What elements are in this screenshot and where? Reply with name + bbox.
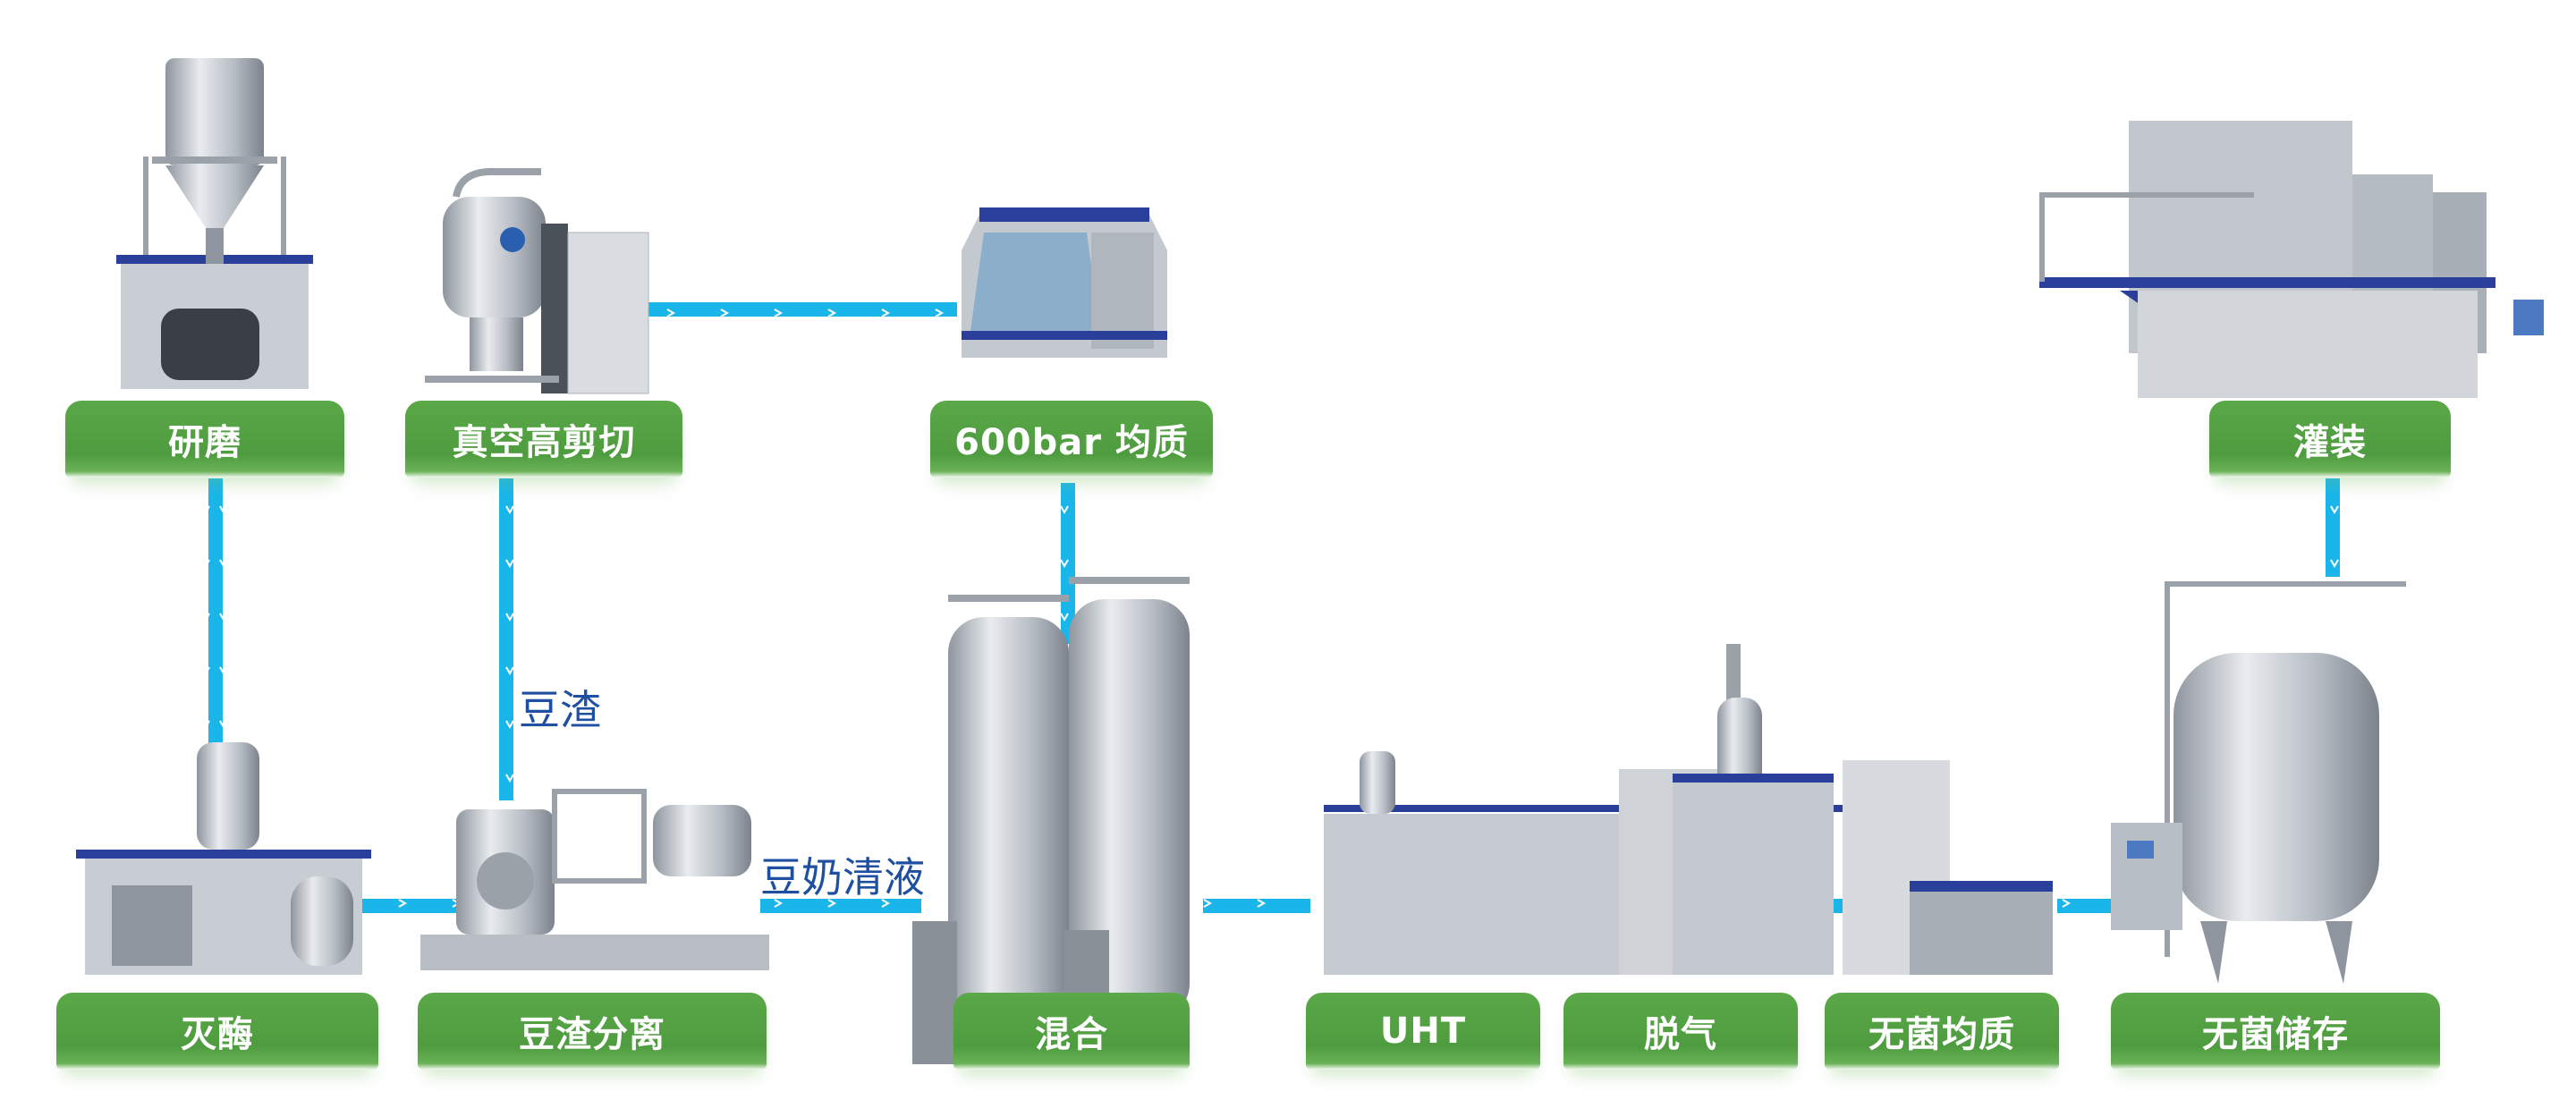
step-label-aseptic-storage: 无菌储存 — [2111, 993, 2440, 1070]
step-label-aseptic-homogenize: 无菌均质 — [1825, 993, 2059, 1070]
step-label-deaeration: 脱气 — [1563, 993, 1798, 1070]
enzyme-kill-machine-image — [76, 742, 371, 975]
step-label-homogenize-600bar: 600bar 均质 — [930, 401, 1213, 478]
flow-line-shear-to-homogenizer — [644, 302, 957, 317]
step-label-vacuum-shear: 真空高剪切 — [405, 401, 682, 478]
flow-line-homogenizer-to-storage — [2057, 899, 2120, 913]
uht-deaeration-line-image — [1324, 644, 2053, 975]
aseptic-storage-tank-image — [2111, 581, 2406, 984]
vacuum-shear-machine-image — [425, 167, 649, 394]
step-label-grinding: 研磨 — [65, 401, 344, 478]
step-label-mixing: 混合 — [953, 993, 1190, 1070]
flow-line-mixing-to-uht — [1203, 899, 1310, 913]
step-label-uht: UHT — [1306, 993, 1540, 1070]
flow-line-grinding-to-enzyme — [208, 478, 223, 747]
note-soy-milk-clear: 豆奶清液 — [760, 853, 925, 901]
okara-separation-machine-image — [420, 789, 769, 970]
flow-line-enzyme-to-separation — [353, 899, 461, 913]
note-okara: 豆渣 — [519, 686, 601, 734]
flow-line-storage-to-filling — [2326, 478, 2340, 577]
mixing-tanks-image — [912, 577, 1190, 1064]
step-label-okara-separation: 豆渣分离 — [418, 993, 767, 1070]
step-label-enzyme-kill: 灭酶 — [56, 993, 378, 1070]
grinding-machine-image — [116, 58, 313, 389]
step-label-filling: 灌装 — [2209, 401, 2451, 478]
flow-line-homogenizer-to-mixing — [1061, 483, 1075, 644]
flow-line-separation-to-mixing — [760, 899, 921, 913]
filling-machine-image — [2039, 121, 2544, 398]
flow-line-shear-to-separation — [499, 478, 513, 800]
homogenizer-600bar-image — [962, 207, 1167, 358]
